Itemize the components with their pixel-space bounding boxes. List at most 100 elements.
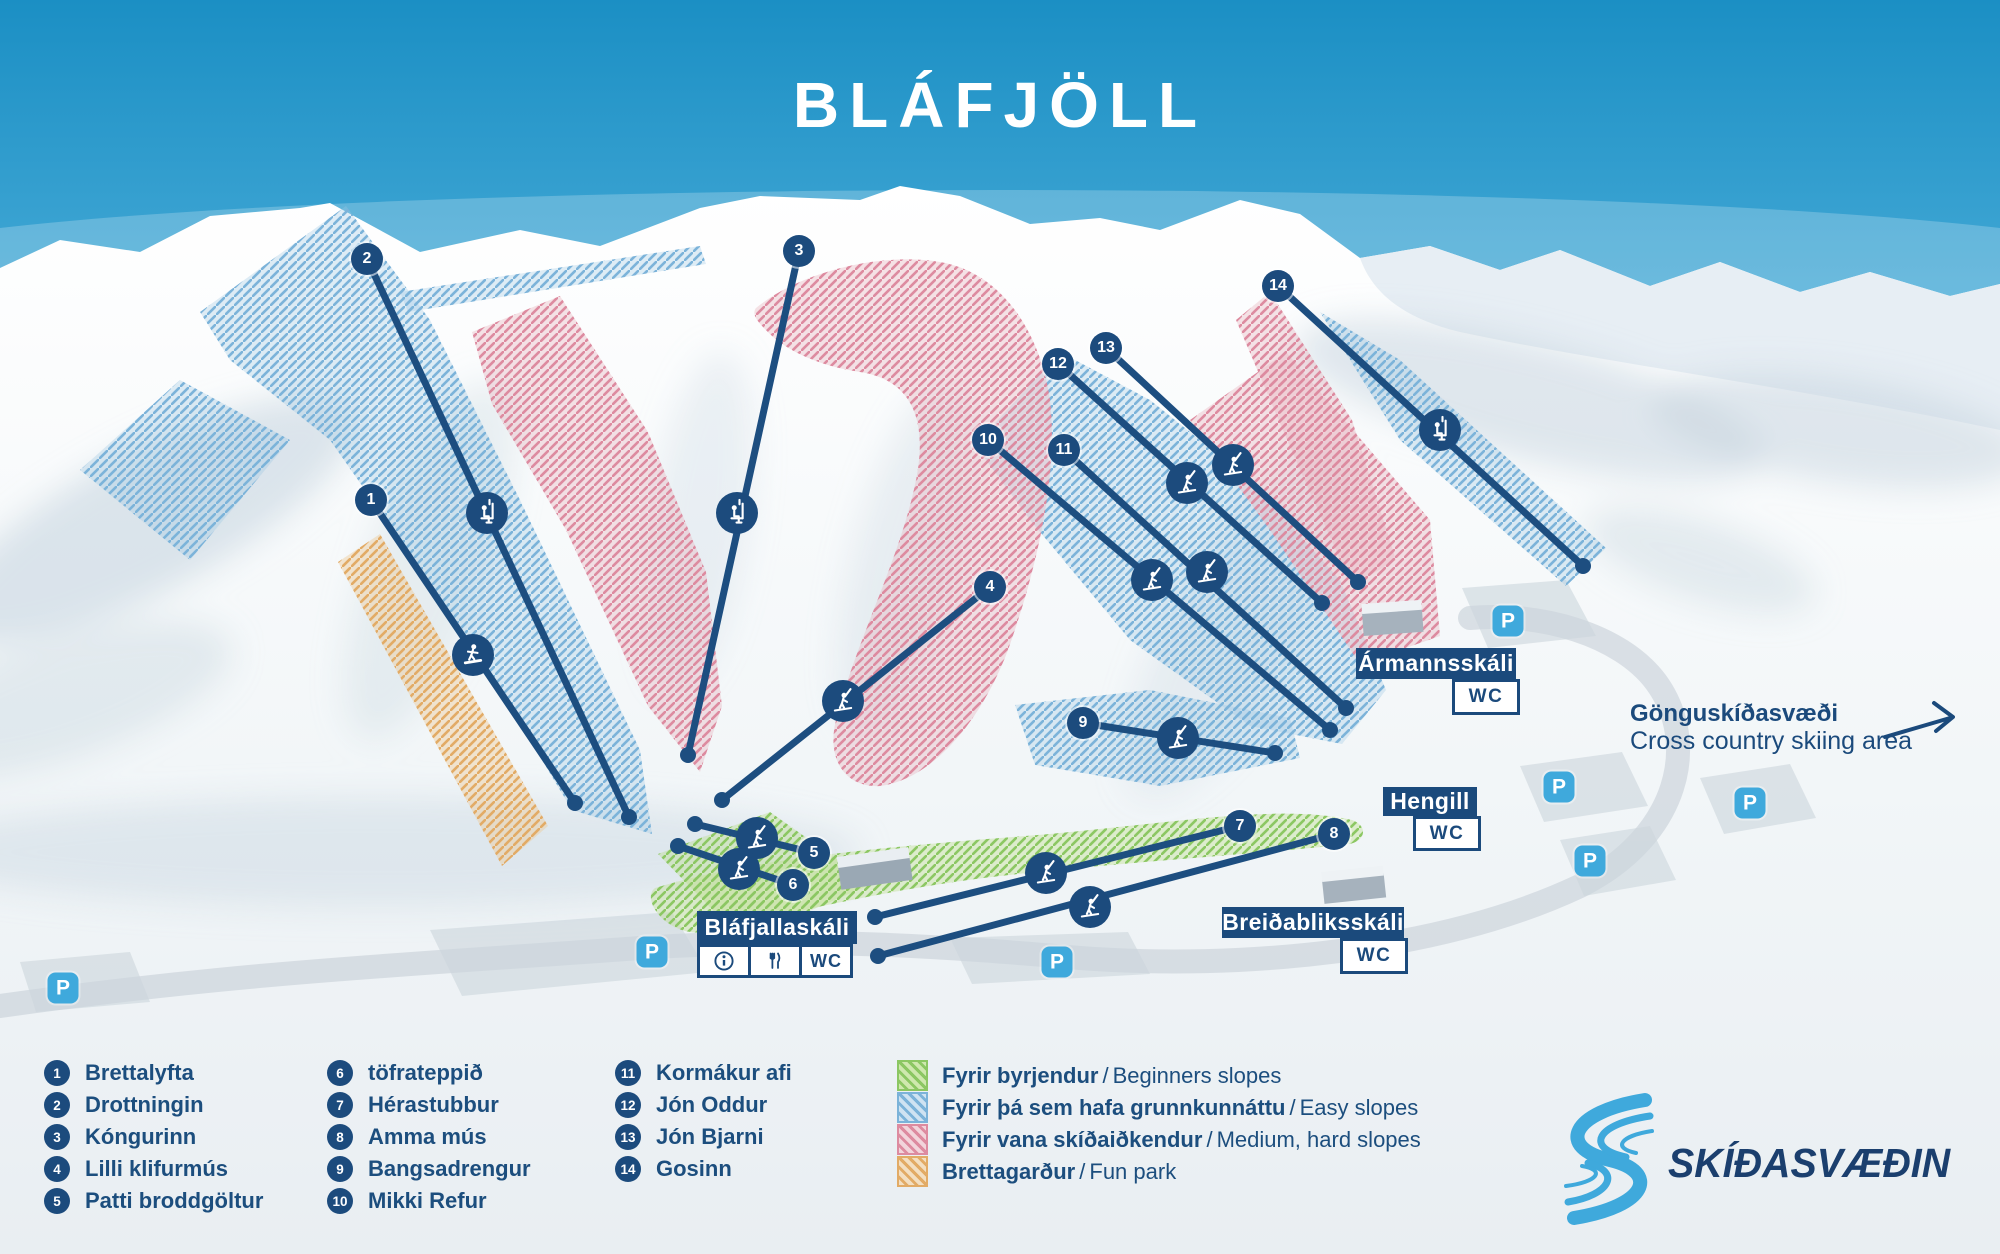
- legend-slope-funpark: Brettagarður/Fun park: [897, 1156, 1176, 1187]
- hard-area-lift14: [1236, 292, 1396, 586]
- legend-name-4: Lilli klifurmús: [85, 1156, 229, 1181]
- parking-icon: P: [1543, 771, 1575, 803]
- hard-area-lift3: [472, 296, 722, 772]
- legend-name-1: Brettalyfta: [85, 1060, 194, 1085]
- funpark-swatch: [897, 1156, 928, 1187]
- legend-badge-7: 7: [327, 1092, 353, 1118]
- easy-label: Fyrir þá sem hafa grunnkunnáttu/Easy slo…: [942, 1094, 1419, 1120]
- lift-badge-11: 11: [1048, 434, 1080, 466]
- legend-lift-7: 7 Hérastubbur: [327, 1092, 499, 1118]
- legend-badge-14: 14: [615, 1156, 641, 1182]
- legend-badge-8: 8: [327, 1124, 353, 1150]
- legend-name-11: Kormákur afi: [656, 1060, 792, 1085]
- drag-lift-icon: [718, 848, 760, 890]
- funpark-label: Brettagarður/Fun park: [942, 1158, 1177, 1184]
- lift-badge-12: 12: [1042, 348, 1074, 380]
- legend-slope-hard: Fyrir vana skíðaiðkendur/Medium, hard sl…: [897, 1124, 1421, 1155]
- legend-lift-4: 4 Lilli klifurmús: [44, 1156, 228, 1182]
- drag-lift-icon: [1157, 717, 1199, 759]
- legend-name-14: Gosinn: [656, 1156, 732, 1181]
- beginner-area-2: [650, 813, 1364, 933]
- hengill-wc: WC: [1413, 816, 1481, 851]
- lift-badge-9: 9: [1067, 707, 1099, 739]
- legend-name-2: Drottningin: [85, 1092, 204, 1117]
- drag-lift-icon: [1212, 444, 1254, 486]
- drag-lift-icon: [1025, 852, 1067, 894]
- lift-badge-7: 7: [1224, 810, 1256, 842]
- legend-slope-beginner: Fyrir byrjendur/Beginners slopes: [897, 1060, 1281, 1091]
- lift-badge-2: 2: [351, 243, 383, 275]
- right-arrow-icon: [1883, 701, 1955, 739]
- legend-badge-9: 9: [327, 1156, 353, 1182]
- drag-lift-icon: [1069, 886, 1111, 928]
- page-title: BLÁFJÖLL: [792, 69, 1208, 141]
- legend-badge-10: 10: [327, 1188, 353, 1214]
- legend-badge-12: 12: [615, 1092, 641, 1118]
- wc-label: WC: [802, 947, 850, 975]
- building-label-hengill: Hengill: [1383, 787, 1477, 816]
- legend-lift-14: 14 Gosinn: [615, 1156, 732, 1182]
- parking-icon: P: [1574, 845, 1606, 877]
- legend-name-12: Jón Oddur: [656, 1092, 768, 1117]
- lift-badge-10: 10: [972, 424, 1004, 456]
- drag-lift-icon: [822, 680, 864, 722]
- drag-lift-icon: [1131, 559, 1173, 601]
- legend-name-6: töfrateppið: [368, 1060, 483, 1085]
- lift-badge-3: 3: [783, 235, 815, 267]
- lift-badge-14: 14: [1262, 270, 1294, 302]
- legend-badge-5: 5: [44, 1188, 70, 1214]
- easy-area-ridge: [400, 246, 706, 312]
- legend-badge-1: 1: [44, 1060, 70, 1086]
- legend-lift-10: 10 Mikki Refur: [327, 1188, 487, 1214]
- lift-badge-6: 6: [777, 869, 809, 901]
- beginner-label: Fyrir byrjendur/Beginners slopes: [942, 1062, 1282, 1088]
- drag-lift-icon: [1166, 462, 1208, 504]
- legend-badge-13: 13: [615, 1124, 641, 1150]
- armannsskali-wc: WC: [1452, 679, 1520, 715]
- logo-text: SKÍÐASVÆÐIN: [1668, 1140, 1951, 1186]
- legend-lift-2: 2 Drottningin: [44, 1092, 204, 1118]
- parking-icon: P: [47, 972, 79, 1004]
- legend-name-8: Amma mús: [368, 1124, 487, 1149]
- lift-badge-4: 4: [974, 571, 1006, 603]
- legend-lift-6: 6 töfrateppið: [327, 1060, 483, 1086]
- easy-area-west: [80, 380, 290, 560]
- building-label-breidabliksskali: Breiðabliksskáli: [1222, 907, 1404, 938]
- legend-badge-2: 2: [44, 1092, 70, 1118]
- legend-lift-12: 12 Jón Oddur: [615, 1092, 767, 1118]
- drag-lift-icon: [1186, 551, 1228, 593]
- hard-area-lift1213: [1190, 352, 1440, 664]
- breidabliksskali-wc: WC: [1340, 938, 1408, 974]
- easy-area-left: [200, 206, 652, 834]
- legend-name-13: Jón Bjarni: [656, 1124, 764, 1149]
- easy-swatch: [897, 1092, 928, 1123]
- lift-badge-8: 8: [1318, 818, 1350, 850]
- legend-badge-3: 3: [44, 1124, 70, 1150]
- parking-icon: P: [1492, 605, 1524, 637]
- legend-name-10: Mikki Refur: [368, 1188, 487, 1213]
- legend-slope-easy: Fyrir þá sem hafa grunnkunnáttu/Easy slo…: [897, 1092, 1418, 1123]
- chairlift-icon: [1419, 409, 1461, 451]
- legend-lift-8: 8 Amma mús: [327, 1124, 487, 1150]
- legend-lift-11: 11 Kormákur afi: [615, 1060, 792, 1086]
- legend-name-7: Hérastubbur: [368, 1092, 499, 1117]
- building-label-blafjallaskali: Bláfjallaskáli: [697, 911, 857, 944]
- legend-badge-4: 4: [44, 1156, 70, 1182]
- legend-badge-11: 11: [615, 1060, 641, 1086]
- blafjallaskali-services: WC: [697, 944, 853, 978]
- legend-badge-6: 6: [327, 1060, 353, 1086]
- legend-name-3: Kóngurinn: [85, 1124, 197, 1149]
- lift-badge-13: 13: [1090, 332, 1122, 364]
- legend-lift-3: 3 Kóngurinn: [44, 1124, 196, 1150]
- cross-country-en: Cross country skiing area: [1630, 727, 1913, 755]
- snowboard-lift-icon: [452, 634, 494, 676]
- buildings: [836, 599, 1424, 904]
- lift-2-line: [363, 255, 633, 821]
- parking-icon: P: [636, 936, 668, 968]
- logo-mark: [1564, 1093, 1654, 1225]
- hard-area-central: [754, 259, 1052, 787]
